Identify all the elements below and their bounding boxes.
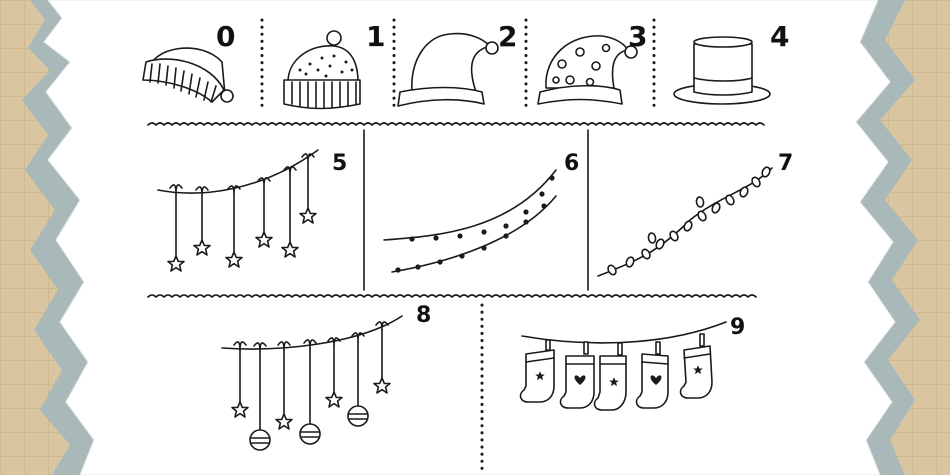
cell-number-4: 4 <box>770 20 789 53</box>
cell-number-9: 9 <box>730 315 745 340</box>
cell-number-0: 0 <box>216 20 235 53</box>
ornament-garland-icon <box>221 315 403 451</box>
light-bulb-string-icon <box>597 166 773 277</box>
bead-strands-icon <box>383 169 557 273</box>
santa-hat-icon <box>397 32 499 107</box>
polka-dot-hat-icon <box>537 35 638 105</box>
top-hat-icon <box>673 36 771 105</box>
cell-number-2: 2 <box>498 20 517 53</box>
divider-h-1 <box>147 122 765 126</box>
divider-h-2 <box>147 294 757 298</box>
cell-number-1: 1 <box>366 20 385 53</box>
cell-number-7: 7 <box>778 151 793 176</box>
star-garland-icon <box>157 149 319 272</box>
cell-number-8: 8 <box>416 303 431 328</box>
cell-number-5: 5 <box>332 151 347 176</box>
cell-number-6: 6 <box>564 151 579 176</box>
pompom-beanie-icon <box>283 30 361 110</box>
knit-beanie-icon <box>142 47 234 103</box>
cell-number-3: 3 <box>628 20 647 53</box>
stocking-garland-icon <box>519 321 727 411</box>
white-paper <box>43 0 896 475</box>
